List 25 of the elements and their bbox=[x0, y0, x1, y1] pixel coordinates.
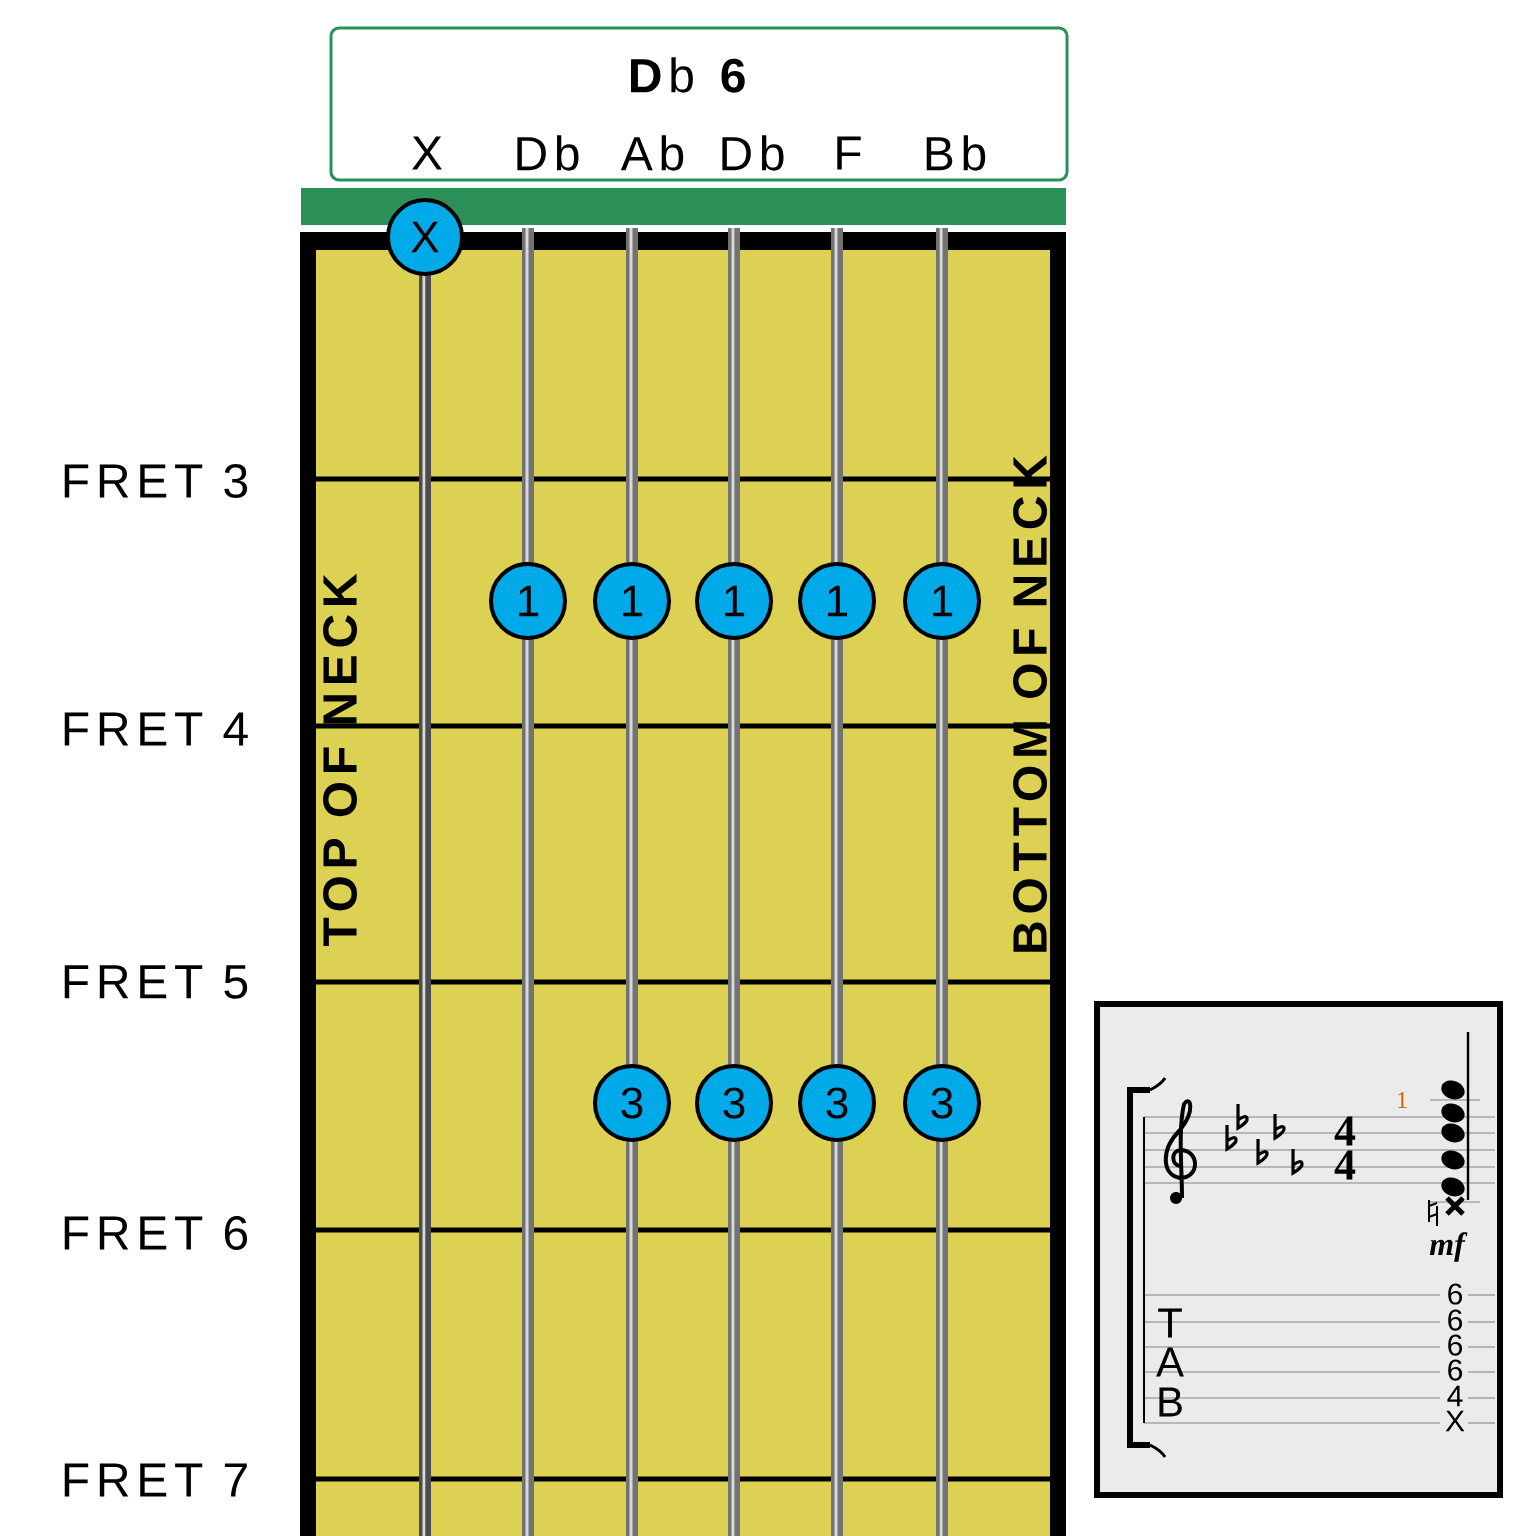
tab-clef-letter: T bbox=[1158, 1308, 1182, 1338]
tab-number: 4 bbox=[1447, 1385, 1463, 1407]
time-signature-digit: 4 bbox=[1334, 1150, 1356, 1180]
fret-label: FRET 6 bbox=[64, 1216, 248, 1250]
string-name-label: Ab bbox=[620, 135, 684, 171]
string-name-label: Bb bbox=[926, 135, 986, 171]
string-name-label: Db bbox=[722, 135, 784, 171]
tab-number: X bbox=[1445, 1410, 1465, 1432]
fret-label: FRET 7 bbox=[64, 1463, 247, 1497]
tab-number: 6 bbox=[1448, 1309, 1463, 1331]
string-name-label: F bbox=[837, 136, 861, 170]
tab-number: 6 bbox=[1448, 1283, 1463, 1305]
tab-clef-letter: A bbox=[1156, 1347, 1184, 1377]
tab-number: 6 bbox=[1448, 1334, 1463, 1356]
tab-clef-letter: B bbox=[1159, 1387, 1182, 1417]
fret-label: FRET 3 bbox=[64, 464, 248, 498]
fret-label: FRET 5 bbox=[64, 965, 248, 999]
neck-label: BOTTOM OF NECK bbox=[1013, 455, 1047, 952]
measure-number: 1 bbox=[1398, 1092, 1407, 1108]
neck-label: TOP OF NECK bbox=[323, 573, 357, 947]
dynamic-mark: mf bbox=[1429, 1232, 1468, 1262]
time-signature-digit: 4 bbox=[1334, 1116, 1356, 1146]
fret-label: FRET 4 bbox=[64, 712, 248, 746]
tab-number: 6 bbox=[1448, 1359, 1463, 1381]
string-name-label: Db bbox=[517, 135, 579, 171]
